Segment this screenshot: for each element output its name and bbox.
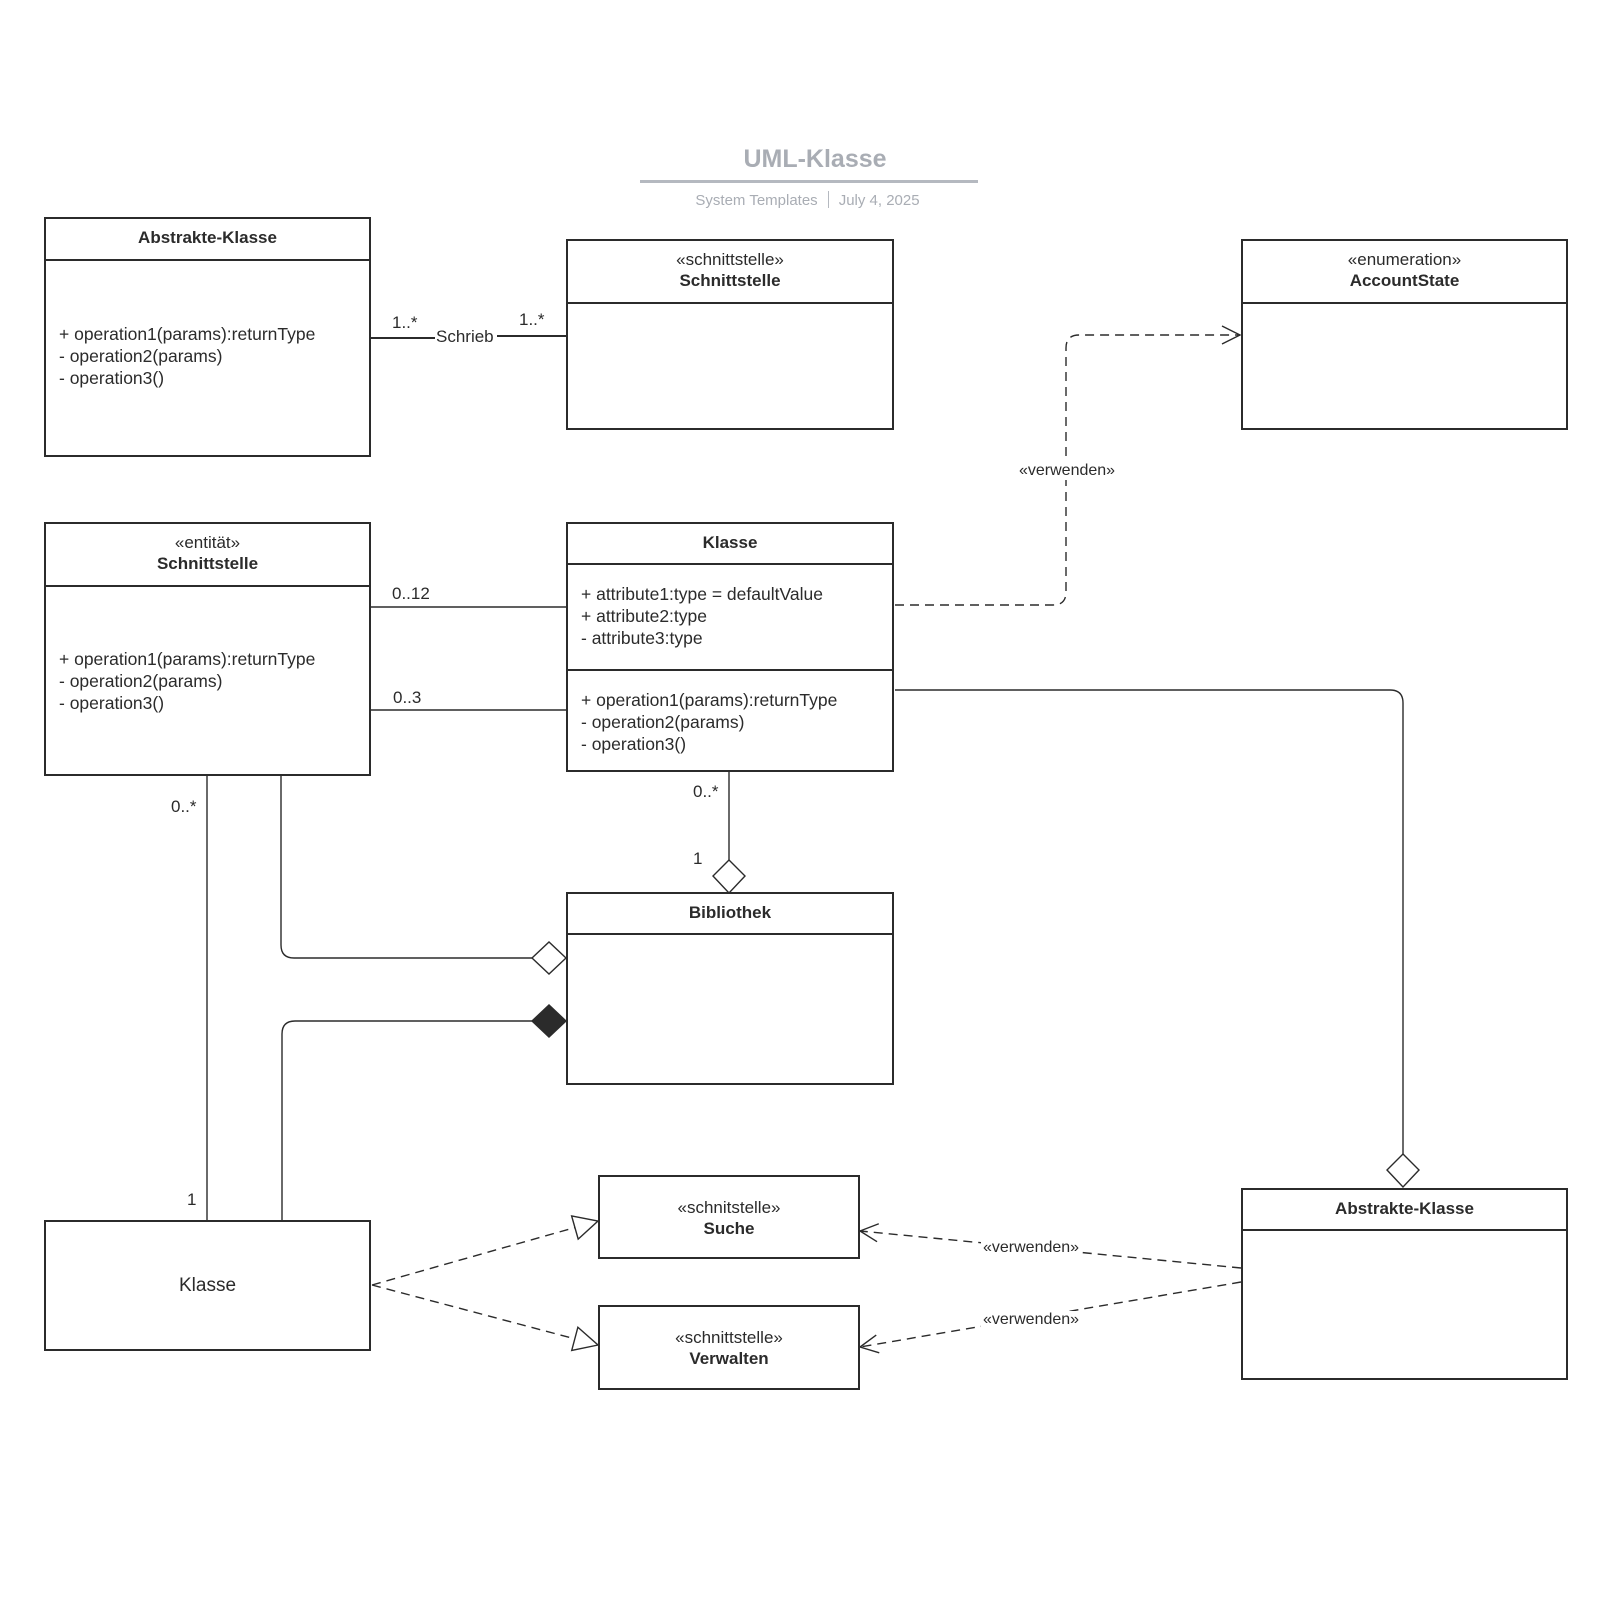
attribute: + attribute2:type [581, 606, 707, 626]
class-name: Klasse [178, 1274, 237, 1296]
class-header: «schnittstelle» Verwalten [600, 1307, 858, 1369]
operations-section: + operation1(params):returnType - operat… [46, 261, 369, 389]
interface-top[interactable]: «schnittstelle» Schnittstelle [566, 239, 894, 430]
realization-verwalten[interactable] [371, 1284, 600, 1352]
class-name: Schnittstelle [679, 271, 781, 290]
aggregation-diamond-top [712, 859, 746, 895]
operation: - operation2(params) [59, 671, 223, 691]
klasse-bibliothek-mult-top: 0..* [693, 782, 719, 801]
operations-section: + operation1(params):returnType - operat… [568, 671, 892, 755]
class-name: AccountState [1349, 271, 1460, 290]
class-name: Abstrakte-Klasse [1335, 1199, 1474, 1218]
entity-klasse-lower-mult: 0..3 [393, 688, 422, 707]
entity-class[interactable]: «entität» Schnittstelle + operation1(par… [44, 522, 371, 776]
class-header: «enumeration» AccountState [1243, 241, 1566, 304]
class-bibliothek[interactable]: Bibliothek [566, 892, 894, 1085]
date-label: July 4, 2025 [838, 192, 920, 209]
class-name: Verwalten [689, 1349, 769, 1368]
subtitle-separator [827, 191, 829, 208]
operation: + operation1(params):returnType [59, 324, 316, 344]
class-name: Klasse [702, 533, 758, 552]
operation: - operation2(params) [59, 346, 223, 366]
schrieb-mult-right: 1..* [519, 310, 545, 329]
klasse-bibliothek-composition[interactable] [281, 1020, 532, 1220]
class-name: Abstrakte-Klasse [138, 228, 277, 247]
stereotype: «schnittstelle» [675, 1328, 783, 1347]
composition-diamond [530, 1004, 568, 1038]
source-label: System Templates [695, 192, 818, 209]
class-header: Bibliothek [568, 894, 892, 935]
class-header: Abstrakte-Klasse [46, 219, 369, 261]
operation: - operation3() [59, 368, 165, 388]
interface-verwalten[interactable]: «schnittstelle» Verwalten [598, 1305, 860, 1390]
class-header: Klasse [568, 524, 892, 565]
uses-suche-label: «verwenden» [981, 1239, 1082, 1257]
entity-klasse-bottom-mult-top: 0..* [171, 797, 197, 816]
title-underline [640, 180, 978, 183]
aggregation-diamond-right [1386, 1153, 1420, 1189]
class-klasse-main[interactable]: Klasse + attribute1:type = defaultValue … [566, 522, 894, 772]
entity-bibliothek-aggregation[interactable] [280, 776, 532, 959]
realization-suche[interactable] [371, 1215, 600, 1286]
uses-verwalten-label: «verwenden» [981, 1311, 1082, 1329]
class-name: Bibliothek [688, 903, 772, 922]
uses-enum-label: «verwenden» [1017, 462, 1118, 480]
operations-section: + operation1(params):returnType - operat… [46, 587, 369, 714]
class-header: «entität» Schnittstelle [46, 524, 369, 587]
entity-klasse-bottom-mult-bottom: 1 [187, 1190, 197, 1209]
diagram-subtitle: System Templates July 4, 2025 [600, 191, 1015, 209]
operation: - operation2(params) [581, 712, 745, 732]
class-name: Suche [703, 1219, 755, 1238]
klasse-abstract-aggregation[interactable] [895, 689, 1404, 1154]
operation: - operation3() [59, 693, 165, 713]
stereotype: «entität» [174, 533, 241, 552]
operation: + operation1(params):returnType [581, 690, 838, 710]
interface-suche[interactable]: «schnitstelle» Suche [598, 1175, 860, 1259]
attribute: + attribute1:type = defaultValue [581, 584, 823, 604]
class-name: Schnittstelle [156, 554, 259, 573]
uses-verwalten-dependency[interactable] [858, 1281, 1242, 1354]
entity-klasse-upper-mult: 0..12 [392, 584, 430, 603]
diagram-title: UML-Klasse [743, 145, 887, 173]
class-klasse-bottom[interactable]: Klasse [44, 1220, 371, 1351]
schrieb-mult-left: 1..* [392, 313, 418, 332]
class-header: Abstrakte-Klasse [1243, 1190, 1566, 1231]
schrieb-association[interactable] [370, 335, 566, 339]
uses-suche-dependency[interactable] [858, 1223, 1242, 1269]
aggregation-diamond-left [530, 941, 568, 975]
operation: - operation3() [581, 734, 687, 754]
class-header: «schnitstelle» Suche [600, 1177, 858, 1239]
abstract-class-top[interactable]: Abstrakte-Klasse + operation1(params):re… [44, 217, 371, 457]
attributes-section: + attribute1:type = defaultValue + attri… [568, 565, 892, 671]
enum-account-state[interactable]: «enumeration» AccountState [1241, 239, 1568, 430]
stereotype: «enumeration» [1347, 250, 1462, 269]
abstract-class-bottom[interactable]: Abstrakte-Klasse [1241, 1188, 1568, 1380]
schrieb-label[interactable]: Schrieb [436, 327, 494, 346]
attribute: - attribute3:type [581, 628, 703, 648]
operation: + operation1(params):returnType [59, 649, 316, 669]
stereotype: «schnitstelle» [677, 1198, 781, 1217]
class-header: «schnittstelle» Schnittstelle [568, 241, 892, 304]
stereotype: «schnittstelle» [676, 250, 784, 269]
klasse-bibliothek-mult-bottom: 1 [693, 849, 703, 868]
